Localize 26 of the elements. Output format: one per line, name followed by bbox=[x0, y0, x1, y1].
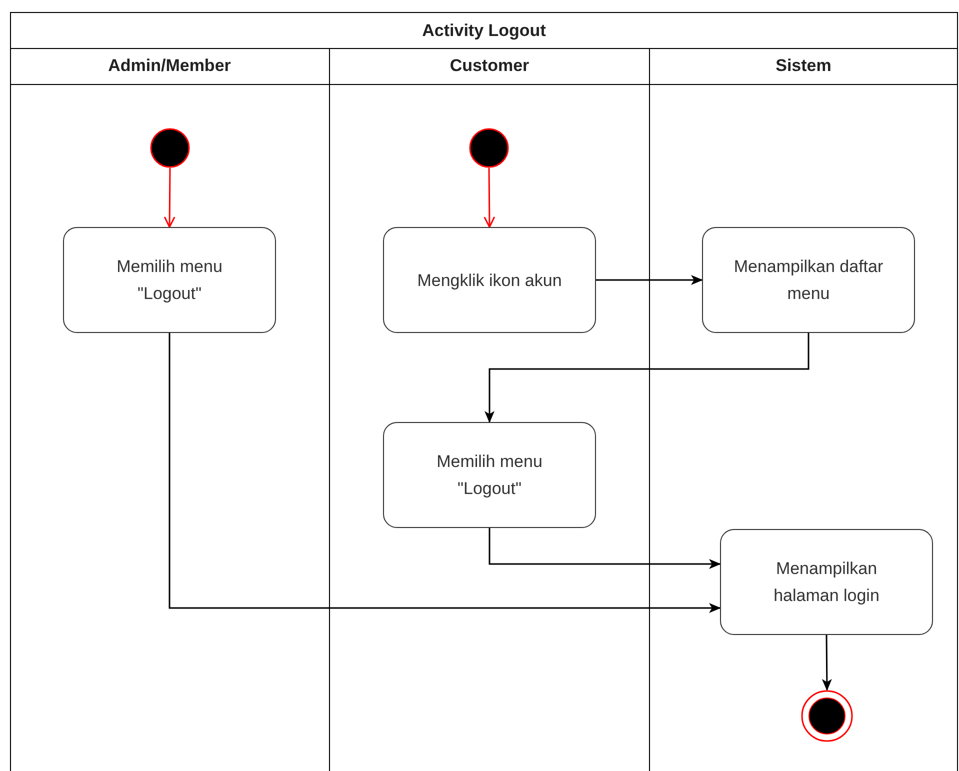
diagram-title: Activity Logout bbox=[11, 13, 957, 49]
arrow bbox=[488, 528, 721, 569]
end-node bbox=[801, 690, 853, 742]
action-box bbox=[720, 529, 933, 635]
action-box bbox=[63, 227, 276, 333]
lane-header: Sistem bbox=[650, 48, 957, 85]
action-text: Menampilkan daftar menu bbox=[732, 256, 884, 305]
arrow bbox=[596, 275, 703, 285]
arrow bbox=[484, 333, 810, 423]
arrow bbox=[822, 635, 832, 691]
swimlane bbox=[10, 48, 330, 771]
action-box bbox=[702, 227, 915, 333]
action-text: Memilih menu "Logout" bbox=[116, 256, 224, 305]
lane-header: Admin/Member bbox=[10, 48, 329, 85]
arrow bbox=[484, 168, 496, 228]
action-text: Memilih menu "Logout" bbox=[436, 451, 544, 500]
swimlane bbox=[330, 48, 650, 771]
arrow bbox=[164, 168, 176, 228]
start-node bbox=[469, 128, 509, 168]
action-box bbox=[383, 227, 596, 333]
action-text: Mengklik ikon akun bbox=[417, 270, 562, 292]
action-box bbox=[383, 422, 596, 528]
arrow bbox=[168, 333, 721, 613]
start-node bbox=[150, 128, 190, 168]
action-text: Menampilkan halaman login bbox=[772, 558, 880, 607]
lane-header: Customer bbox=[330, 48, 649, 85]
